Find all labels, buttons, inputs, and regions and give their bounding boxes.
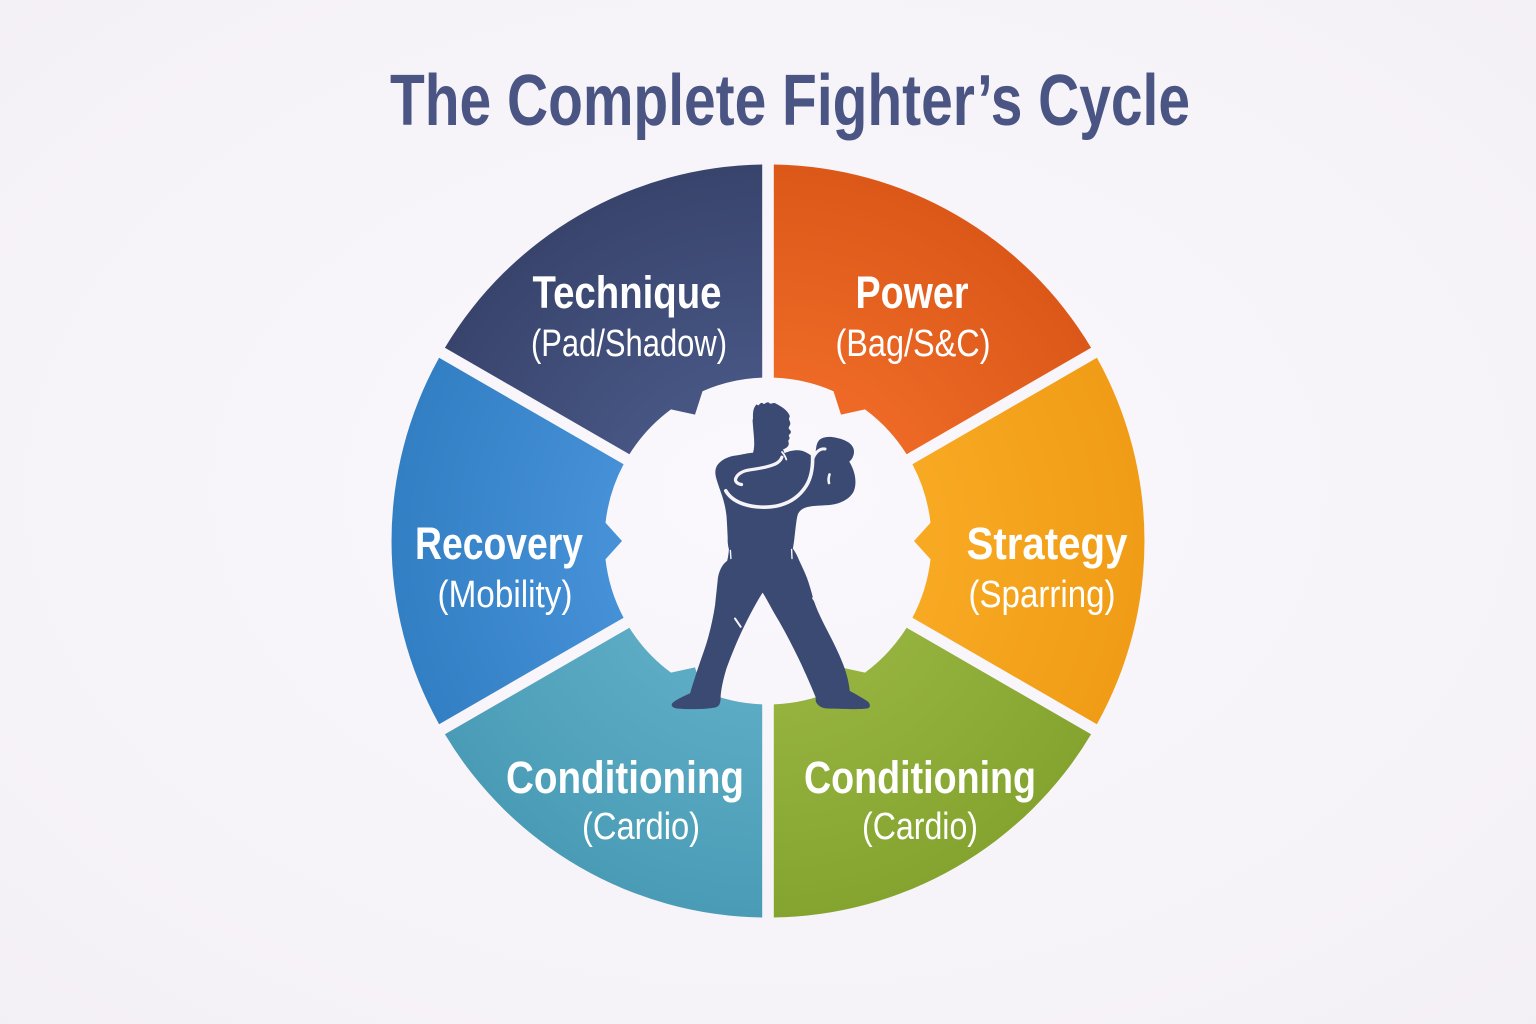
svg-text:Conditioning: Conditioning <box>506 752 744 803</box>
svg-text:(Bag/S&C): (Bag/S&C) <box>836 323 991 365</box>
svg-text:(Sparring): (Sparring) <box>969 574 1116 616</box>
svg-text:Power: Power <box>856 267 969 318</box>
svg-text:Strategy: Strategy <box>967 518 1128 569</box>
svg-text:(Mobility): (Mobility) <box>438 574 573 616</box>
svg-text:(Cardio): (Cardio) <box>582 806 700 848</box>
svg-text:(Cardio): (Cardio) <box>862 806 978 848</box>
svg-text:(Pad/Shadow): (Pad/Shadow) <box>531 323 727 365</box>
svg-text:Technique: Technique <box>533 267 722 318</box>
svg-text:Recovery: Recovery <box>415 518 583 569</box>
svg-text:The Complete Fighter’s Cycle: The Complete Fighter’s Cycle <box>390 61 1190 141</box>
svg-text:Conditioning: Conditioning <box>804 752 1036 803</box>
